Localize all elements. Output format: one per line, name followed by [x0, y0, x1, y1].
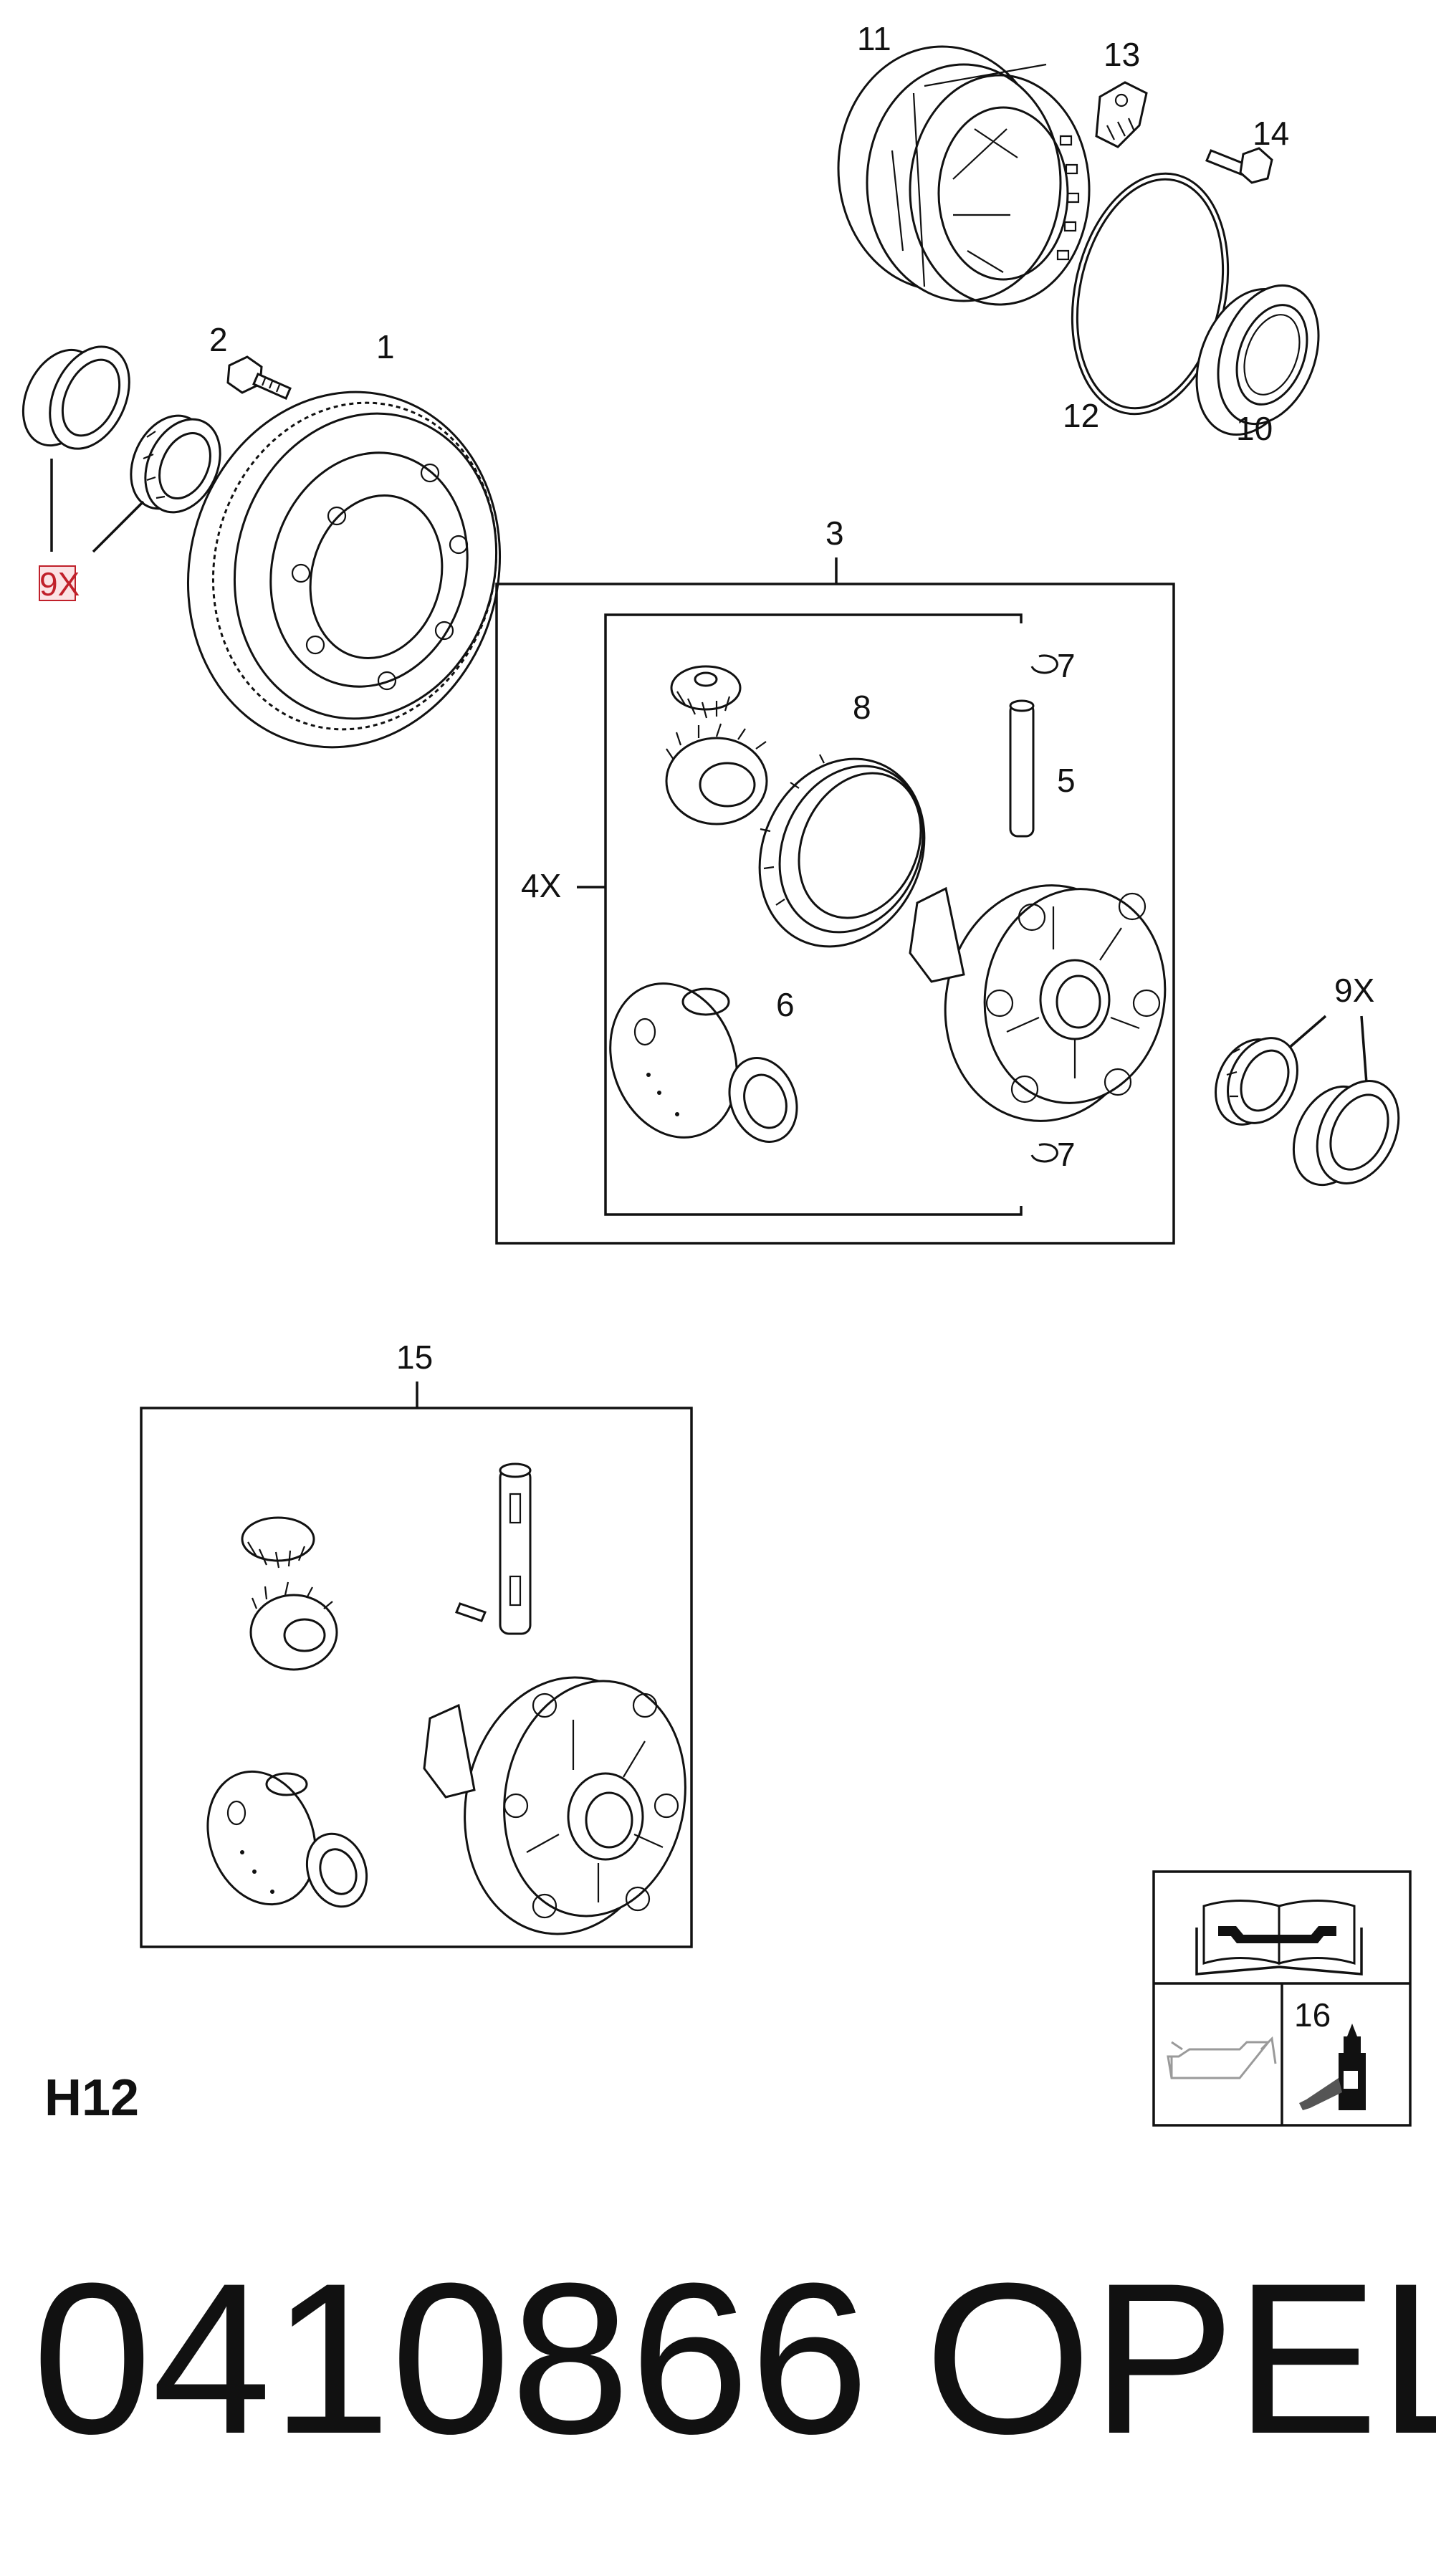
model-code-label: H12 — [44, 2069, 139, 2127]
sealant-bottle-icon — [1299, 2024, 1366, 2110]
sensor-ring-8-part — [758, 754, 926, 948]
callout-2: 2 — [209, 321, 228, 358]
differential-case-part — [909, 884, 1167, 1122]
small-bevel-gear-part — [670, 665, 742, 719]
oil-can-icon — [1167, 2036, 1277, 2079]
callout-8: 8 — [853, 689, 871, 726]
callout-10: 10 — [1236, 410, 1273, 447]
callout-5: 5 — [1057, 762, 1076, 799]
snap-ring-7-bottom-part — [1030, 1143, 1058, 1163]
highlight-box-9x — [39, 565, 76, 601]
bearing-10-part — [1195, 284, 1320, 436]
spider-gear-carrier-6-part — [609, 982, 798, 1143]
callout-9x-left: 9X — [39, 565, 80, 603]
differential-case-15-part — [423, 1676, 686, 1935]
side-gear-15-part — [249, 1581, 338, 1671]
manual-book-wrench-icon — [1195, 1900, 1363, 1976]
lock-pin-part — [455, 1602, 487, 1622]
pinion-shaft-5-part — [1009, 699, 1035, 838]
pinion-shaft-15-part — [499, 1462, 532, 1635]
bolt-2-part — [226, 355, 292, 400]
callout-13: 13 — [1104, 36, 1140, 73]
kit-4x-bracket — [604, 613, 1023, 1216]
brand-name: OPEL — [924, 2238, 1436, 2479]
ring-gear-part — [186, 391, 502, 749]
callout-16: 16 — [1294, 1996, 1331, 2034]
side-gear-part — [665, 723, 768, 825]
callout-7-bottom: 7 — [1057, 1136, 1076, 1173]
bolt-14-part — [1205, 147, 1273, 184]
part-number: 0410866 — [32, 2238, 869, 2479]
callout-1: 1 — [376, 328, 395, 365]
bearing-race-left-part — [21, 345, 130, 450]
assembly-15-frame — [140, 1407, 693, 1948]
callout-7-top: 7 — [1057, 647, 1076, 684]
callout-15: 15 — [396, 1339, 433, 1376]
bearing-race-right-part — [1292, 1080, 1400, 1187]
callout-14: 14 — [1253, 115, 1289, 152]
callout-4x: 4X — [521, 867, 561, 904]
spider-gear-carrier-15-part — [206, 1770, 368, 1908]
callout-3: 3 — [825, 514, 844, 552]
snap-ring-7-top-part — [1030, 654, 1058, 674]
leader-9x-left-b — [92, 500, 145, 553]
sensor-ring-part — [837, 45, 1091, 306]
retaining-clip-part — [1095, 81, 1148, 148]
callout-12: 12 — [1063, 397, 1099, 434]
callout-6: 6 — [776, 986, 795, 1023]
bearing-right-part — [1215, 1037, 1298, 1126]
callout-9x-right: 9X — [1334, 972, 1374, 1009]
small-bevel-gear-15-part — [241, 1516, 315, 1569]
callout-11: 11 — [857, 20, 891, 57]
assembly-3-frame — [495, 583, 1175, 1245]
bearing-left-part — [130, 414, 221, 514]
